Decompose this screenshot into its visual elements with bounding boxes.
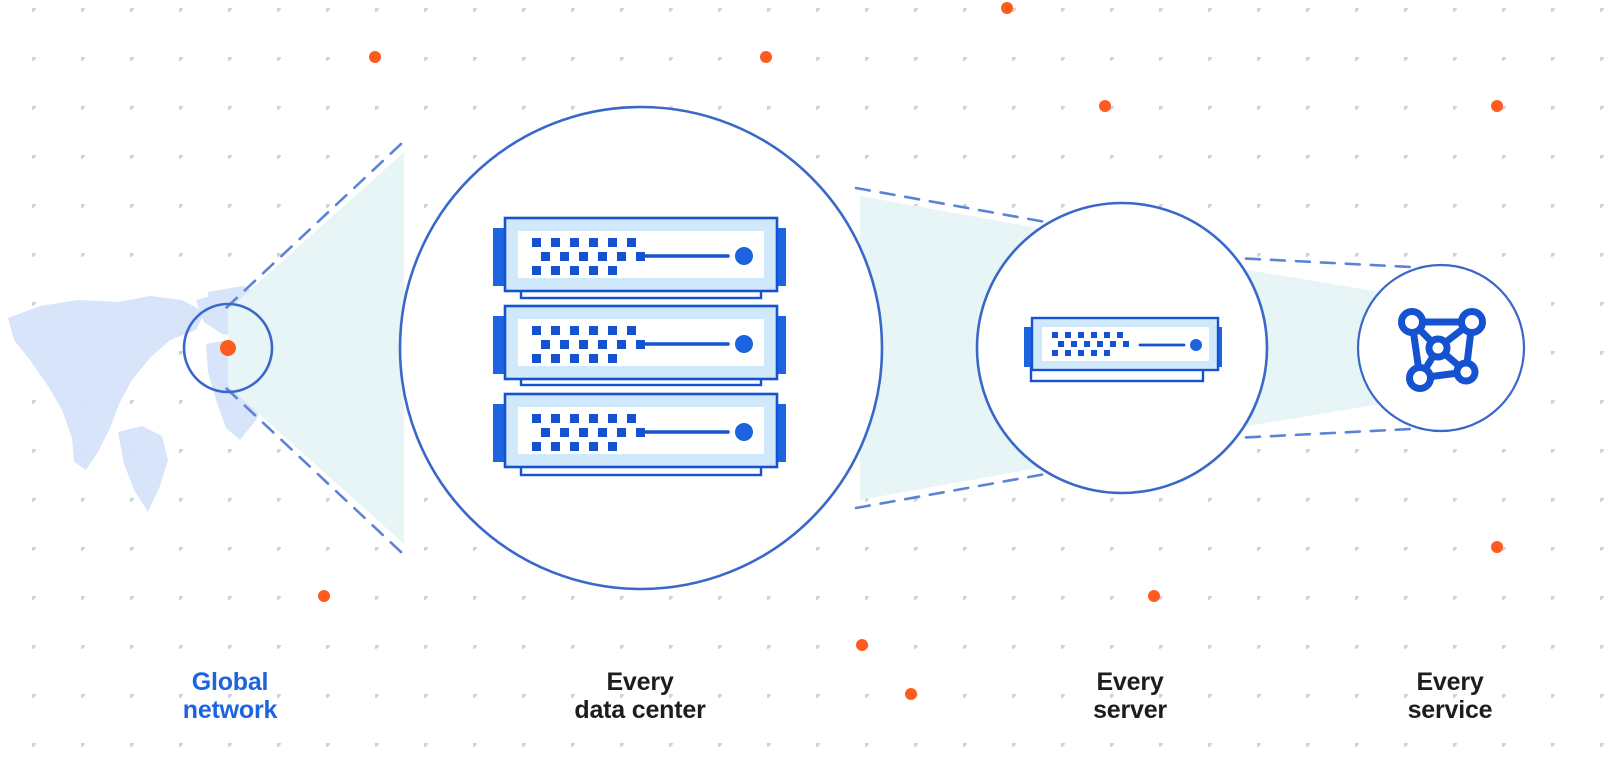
accent-dot bbox=[1099, 100, 1111, 112]
server-rack bbox=[493, 216, 786, 477]
status-led-dot bbox=[1190, 339, 1202, 351]
europe-location-pin bbox=[220, 340, 236, 356]
status-led-dot bbox=[735, 335, 753, 353]
graph-node bbox=[1458, 308, 1486, 336]
accent-dot bbox=[1001, 2, 1013, 14]
funnel-dashed-edge-top-1 bbox=[224, 142, 403, 310]
funnel-global-to-datacenter bbox=[228, 152, 404, 544]
accent-dot bbox=[1491, 541, 1503, 553]
accent-dot bbox=[1491, 100, 1503, 112]
status-led-dot bbox=[735, 247, 753, 265]
funnel-dashed-edge-bottom-1 bbox=[224, 386, 403, 554]
graph-node bbox=[1453, 359, 1479, 385]
funnel-dashed-edge-top-2 bbox=[854, 186, 1148, 242]
accent-dot bbox=[1148, 590, 1160, 602]
rack-server-unit bbox=[493, 216, 786, 293]
accent-dot bbox=[760, 51, 772, 63]
funnel-server-to-service bbox=[1236, 268, 1380, 428]
global-network-circle bbox=[182, 302, 274, 394]
rack-server-unit bbox=[493, 392, 786, 469]
status-led-dot bbox=[735, 423, 753, 441]
network-graph-icon bbox=[1398, 308, 1486, 392]
accent-dot bbox=[856, 639, 868, 651]
graph-node-center bbox=[1425, 335, 1451, 361]
accent-dot bbox=[905, 688, 917, 700]
graph-node bbox=[1406, 364, 1434, 392]
funnel-dashed-edge-bottom-2 bbox=[854, 454, 1148, 510]
graph-node bbox=[1398, 308, 1426, 336]
single-server bbox=[1024, 316, 1222, 383]
accent-dot bbox=[369, 51, 381, 63]
accent-dot bbox=[318, 590, 330, 602]
rack-server-unit bbox=[493, 304, 786, 381]
accent-dot-group bbox=[318, 2, 1503, 700]
